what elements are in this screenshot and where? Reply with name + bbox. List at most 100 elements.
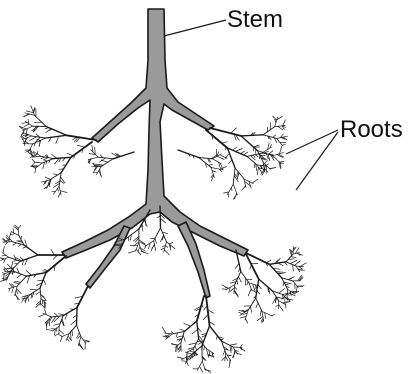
- rootlet: [202, 326, 210, 346]
- root-hair: [71, 320, 77, 325]
- root-hair: [94, 165, 102, 166]
- root-hair: [14, 283, 20, 284]
- root-hair: [162, 327, 166, 333]
- root-hair: [9, 284, 13, 288]
- root-hair: [225, 356, 228, 361]
- root-hair: [297, 286, 303, 287]
- root-hair: [130, 245, 138, 246]
- rootlet: [3, 253, 9, 258]
- root-hair: [177, 357, 183, 359]
- root-hair: [293, 247, 296, 249]
- root-hair: [155, 238, 157, 243]
- root-hair: [52, 317, 56, 323]
- root-hair: [28, 297, 29, 301]
- root-hair: [177, 336, 183, 338]
- rootlet: [77, 307, 78, 325]
- root-hair: [240, 344, 242, 347]
- root-hair: [296, 286, 297, 291]
- root-hair: [265, 313, 266, 319]
- rootlet: [42, 159, 53, 163]
- root-hair: [259, 156, 260, 159]
- rootlet: [88, 157, 98, 159]
- root-hair: [46, 329, 53, 330]
- rootlet: [20, 255, 38, 261]
- root-hair: [238, 277, 241, 282]
- root-hair: [251, 306, 252, 312]
- root-hair: [192, 330, 198, 334]
- root-hair: [26, 270, 32, 275]
- root-hair: [60, 337, 62, 342]
- root-hair: [200, 366, 203, 372]
- rootlet: [33, 138, 46, 144]
- root-hair: [15, 263, 18, 264]
- root-hair: [184, 323, 191, 326]
- rootlet: [35, 115, 47, 126]
- rootlet: [248, 298, 256, 310]
- root-hair: [244, 152, 248, 155]
- root-hair: [256, 303, 258, 308]
- root-hair: [278, 263, 283, 266]
- rootlet: [259, 279, 273, 291]
- root-hair: [171, 332, 174, 334]
- root-hair: [56, 136, 59, 143]
- root-hair: [222, 142, 227, 143]
- rootlet: [273, 156, 281, 164]
- rootlet: [46, 256, 66, 273]
- rootlet: [206, 130, 227, 148]
- root-hair: [203, 314, 208, 319]
- root-hair: [45, 177, 50, 179]
- root-hair: [242, 186, 246, 190]
- rootlet: [17, 276, 26, 286]
- root-hair: [32, 159, 35, 162]
- root-hair: [16, 290, 18, 294]
- root-hair: [279, 305, 284, 311]
- root-hair: [241, 151, 245, 154]
- rootlet: [77, 325, 81, 337]
- root-hair: [2, 273, 5, 274]
- root-hair: [237, 280, 238, 284]
- root-hair: [240, 316, 246, 318]
- root-hair: [208, 164, 212, 165]
- rootlet: [69, 325, 76, 333]
- rootlet: [235, 168, 244, 179]
- rootlet: [43, 313, 51, 317]
- rootlet: [34, 162, 42, 163]
- root-hair: [70, 309, 74, 310]
- rootlet: [296, 266, 304, 267]
- root-hair: [151, 244, 154, 251]
- rootlet: [256, 279, 259, 298]
- root-hair: [4, 274, 5, 280]
- root-hair: [4, 269, 6, 271]
- root-hair: [283, 282, 284, 286]
- root-hair: [12, 287, 14, 293]
- root-hair: [195, 346, 197, 351]
- root-trunk-1: [62, 9, 248, 258]
- root-hair: [231, 128, 237, 133]
- root-hair: [278, 126, 283, 130]
- root-hair: [22, 123, 28, 124]
- root-hair: [59, 330, 64, 334]
- root-hair: [78, 336, 81, 339]
- roots-label: Roots: [340, 118, 403, 142]
- root-hair: [53, 174, 57, 175]
- root-hair: [164, 250, 169, 255]
- rootlet: [241, 272, 249, 283]
- root-hair: [52, 155, 57, 159]
- rootlet: [241, 135, 263, 136]
- root-hair: [251, 156, 256, 160]
- root-hair: [39, 314, 46, 317]
- root-hair: [275, 119, 276, 122]
- rootlet: [31, 106, 35, 116]
- rootlet: [18, 228, 19, 236]
- root-hair: [246, 319, 248, 324]
- root-hair: [233, 147, 237, 150]
- root-hair: [14, 227, 19, 231]
- root-hair: [17, 274, 22, 278]
- root-hair: [288, 277, 294, 280]
- root-hair: [234, 291, 238, 297]
- root-hair: [138, 247, 140, 252]
- root-hair: [243, 313, 247, 314]
- root-hair: [30, 149, 31, 154]
- root-hair: [275, 297, 276, 303]
- rootlet: [40, 288, 41, 299]
